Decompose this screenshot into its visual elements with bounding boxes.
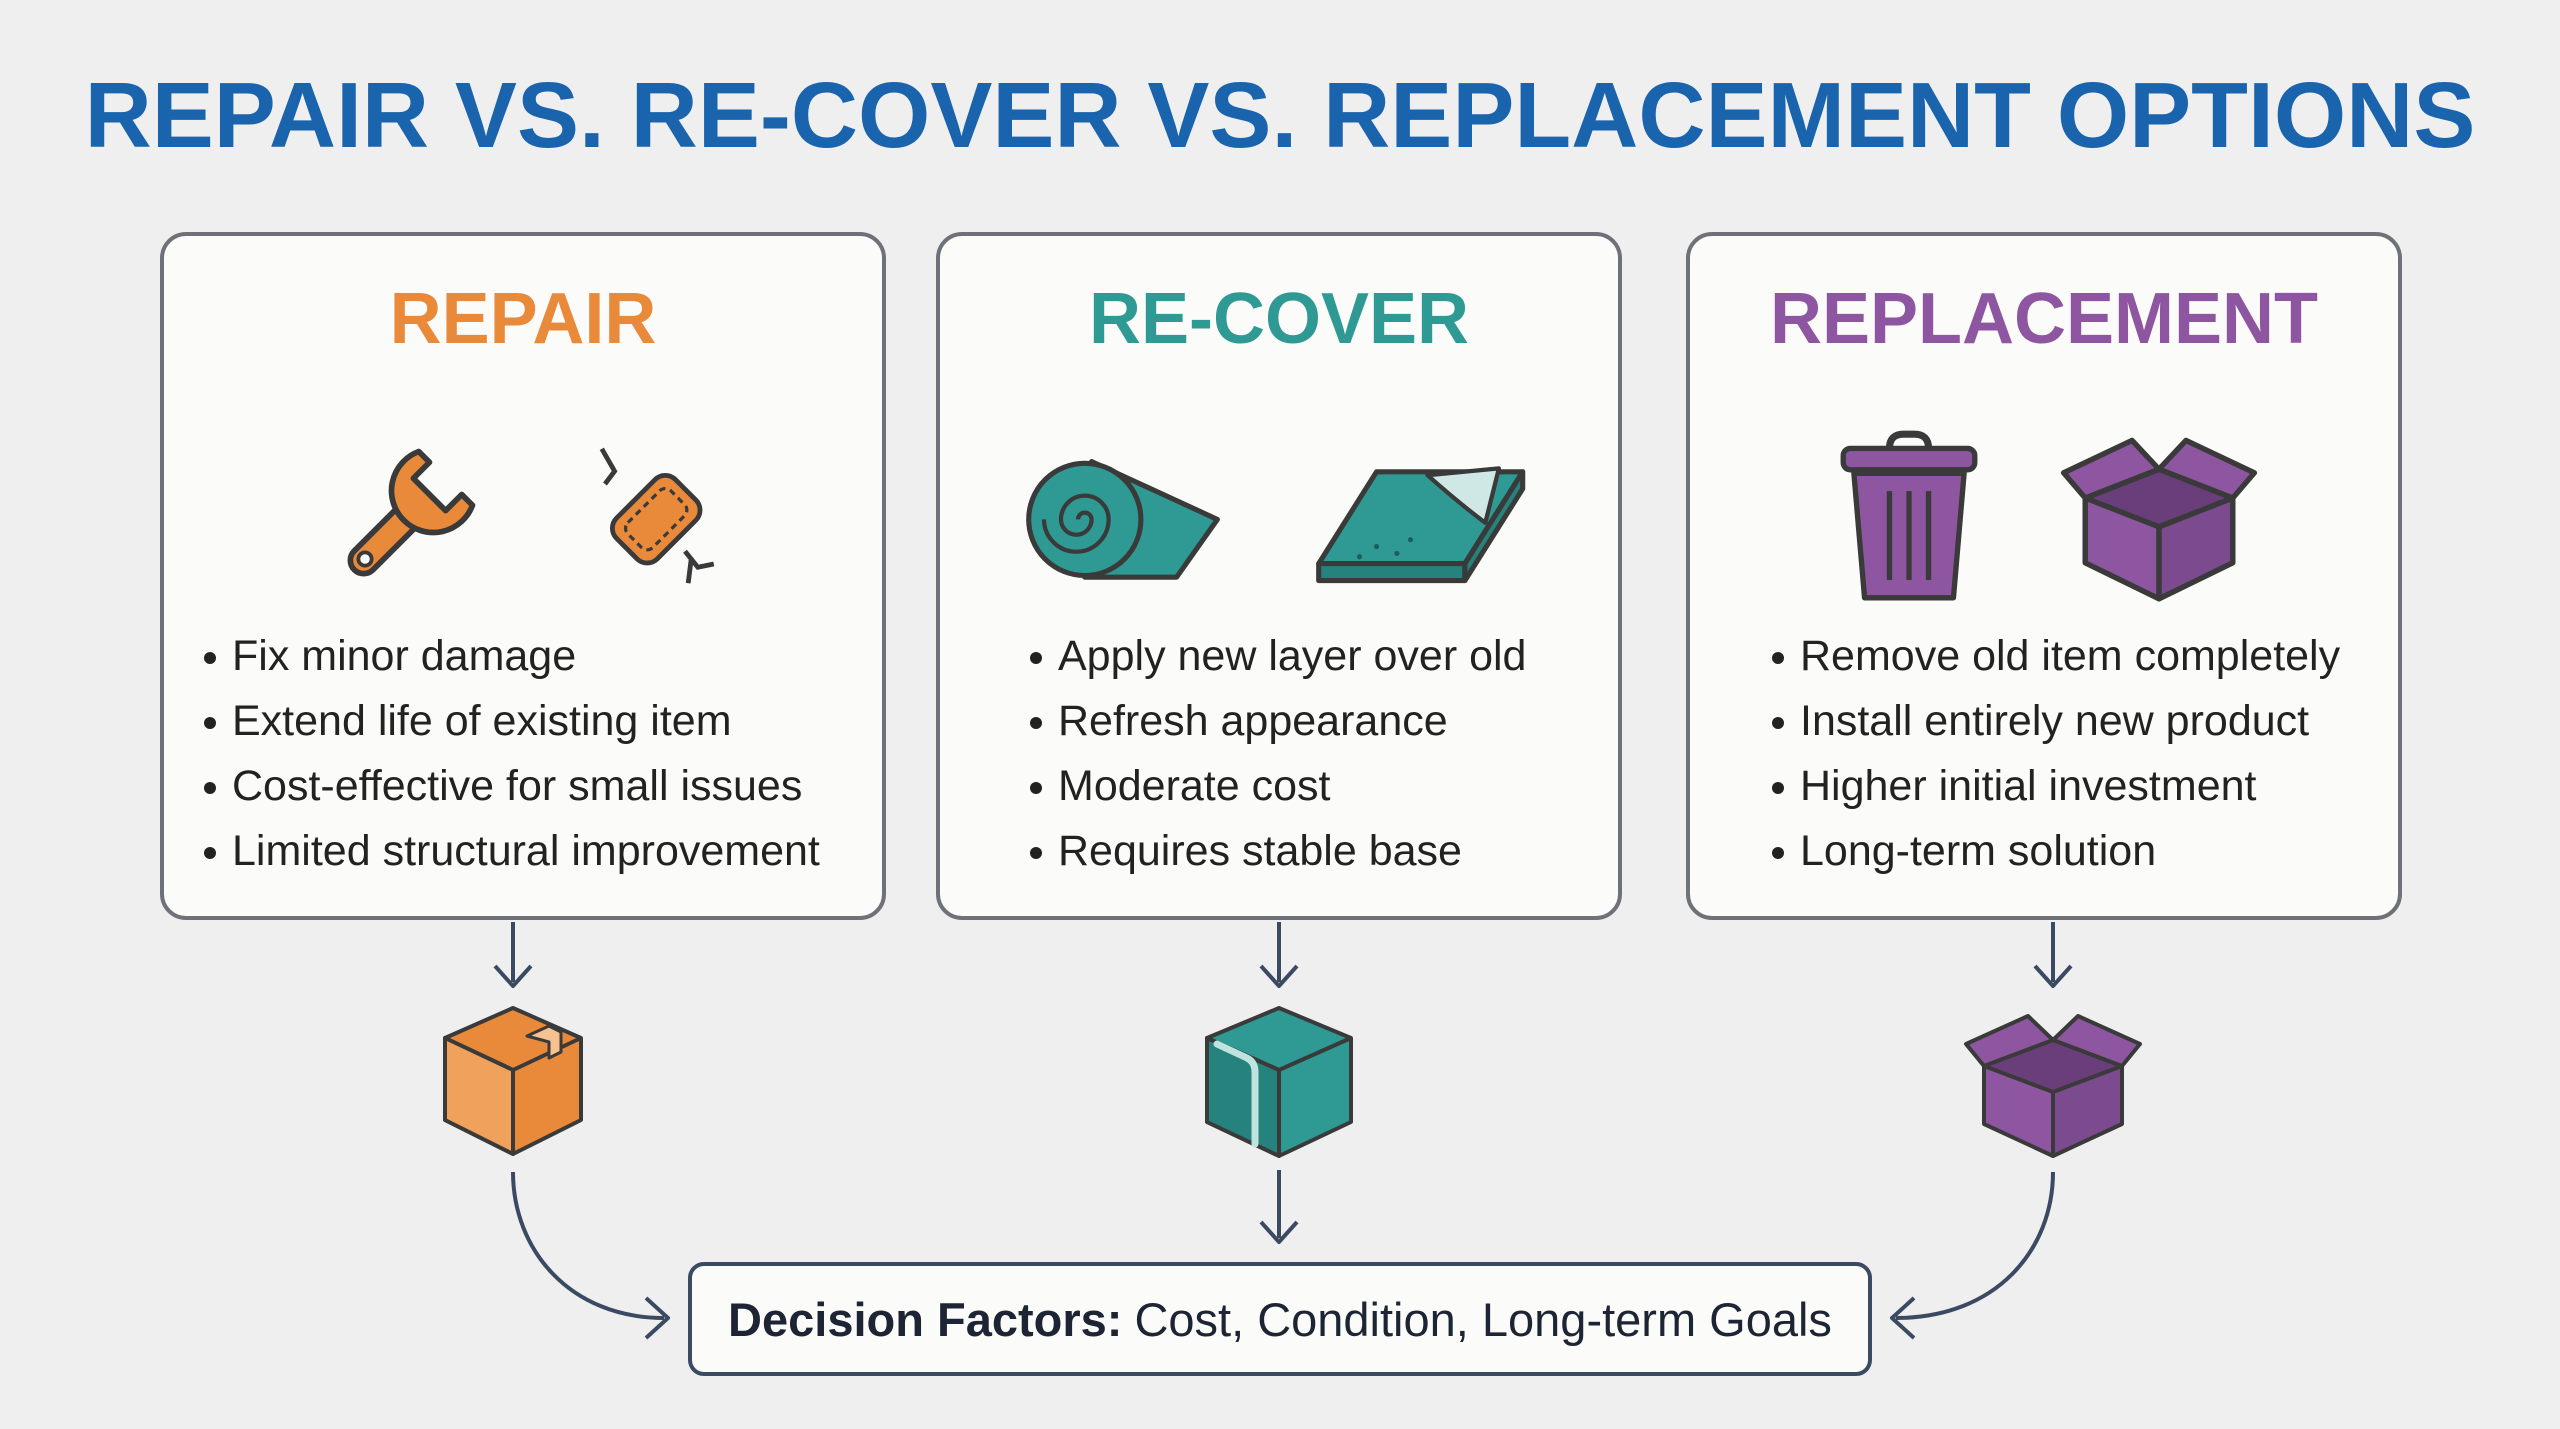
replacement-icons xyxy=(1690,396,2398,636)
card-title-recover: RE-COVER xyxy=(1088,279,1470,359)
list-item: Limited structural improvement xyxy=(164,819,820,884)
patch-icon xyxy=(599,447,715,584)
decision-factors-text: Cost, Condition, Long-term Goals xyxy=(1134,1292,1832,1346)
list-item: Refresh appearance xyxy=(990,689,1526,754)
arrow-repair-to-decision xyxy=(511,1171,665,1320)
wrapped-cube-icon xyxy=(1205,1006,1353,1158)
card-title-replacement: REPLACEMENT xyxy=(1769,279,2318,359)
replacement-bullets: Remove old item completely Install entir… xyxy=(1732,624,2340,884)
list-item: Cost-effective for small issues xyxy=(164,754,820,819)
wrench-icon xyxy=(347,448,476,577)
repair-bullets: Fix minor damage Extend life of existing… xyxy=(164,624,820,884)
list-item: Long-term solution xyxy=(1732,819,2340,884)
arrow-replacement-to-decision xyxy=(1895,1171,2055,1320)
list-item: Fix minor damage xyxy=(164,624,820,689)
decision-factors-box: Decision Factors: Cost, Condition, Long-… xyxy=(688,1262,1872,1376)
roll-icon xyxy=(1026,459,1220,580)
list-item: Requires stable base xyxy=(990,819,1526,884)
list-item: Moderate cost xyxy=(990,754,1526,819)
card-title-repair: REPAIR xyxy=(389,279,657,359)
taped-box-icon xyxy=(443,1006,583,1156)
list-item: Higher initial investment xyxy=(1732,754,2340,819)
open-box-icon xyxy=(1964,1014,2142,1158)
recover-bullets: Apply new layer over old Refresh appeara… xyxy=(990,624,1526,884)
card-replacement: REPLACEMENT Remove old item completely I… xyxy=(1686,232,2402,920)
list-item: Remove old item completely xyxy=(1732,624,2340,689)
layer-sheet-icon xyxy=(1316,466,1526,584)
repair-icons xyxy=(164,396,882,636)
recover-icons xyxy=(940,396,1618,636)
list-item: Install entirely new product xyxy=(1732,689,2340,754)
card-recover: RE-COVER Apply new layer over old Refres… xyxy=(936,232,1622,920)
list-item: Extend life of existing item xyxy=(164,689,820,754)
trash-can-icon xyxy=(1840,430,1978,601)
page-title: REPAIR VS. RE-COVER VS. REPLACEMENT OPTI… xyxy=(84,63,2476,167)
card-repair: REPAIR Fix minor damage Extend life of e… xyxy=(160,232,886,920)
decision-factors-label: Decision Factors: xyxy=(728,1292,1123,1346)
list-item: Apply new layer over old xyxy=(990,624,1526,689)
open-box-icon xyxy=(2060,437,2258,602)
